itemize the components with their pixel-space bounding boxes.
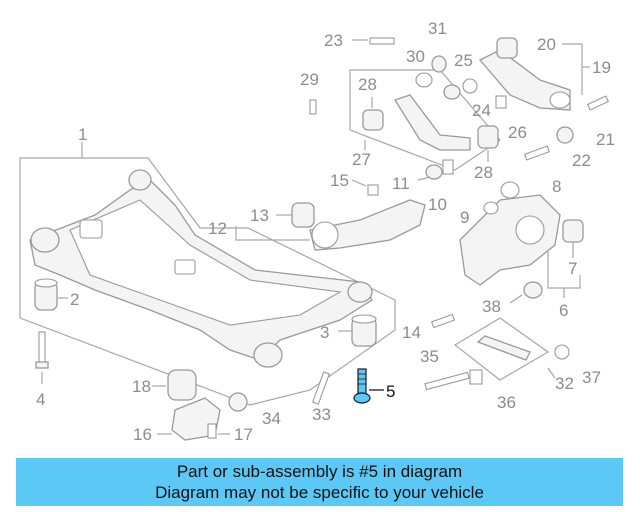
callout-7: 7	[568, 259, 577, 278]
callout-11: 11	[392, 174, 410, 193]
callout-3: 3	[320, 323, 329, 342]
callout-4: 4	[36, 390, 45, 409]
nut-25	[443, 84, 461, 100]
bolt-4	[35, 331, 49, 369]
callout-2: 2	[70, 290, 79, 309]
bushing-3	[351, 314, 377, 347]
callout-17: 17	[234, 425, 253, 444]
callout-25: 25	[454, 51, 473, 70]
callout-34: 34	[262, 409, 281, 428]
callout-15: 15	[330, 171, 349, 190]
callout-38: 38	[482, 297, 501, 316]
callout-14: 14	[402, 323, 421, 342]
subframe-group-outline	[19, 157, 396, 406]
bushing-13	[291, 202, 315, 228]
bolt-33	[312, 371, 330, 405]
callout-28a: 28	[358, 75, 377, 94]
callout-32: 32	[555, 374, 574, 393]
rear-knuckle	[459, 181, 561, 286]
washer-9	[483, 201, 499, 215]
upper-arm	[362, 94, 499, 151]
callout-23: 23	[324, 31, 343, 50]
lateral-link	[476, 335, 531, 361]
bolt-29	[309, 99, 317, 115]
callout-33: 33	[312, 405, 331, 424]
callout-9: 9	[460, 208, 469, 227]
callout-13: 13	[250, 206, 269, 225]
washer-37	[554, 344, 570, 360]
callout-26: 26	[508, 123, 527, 142]
bushing-7	[562, 219, 584, 243]
callout-37: 37	[582, 368, 601, 387]
bolt-14	[430, 313, 456, 329]
callout-22: 22	[572, 151, 591, 170]
callout-12: 12	[208, 219, 227, 238]
rear-subframe	[29, 169, 373, 368]
callout-16: 16	[133, 425, 152, 444]
nut-38	[523, 281, 543, 299]
washer-30	[415, 72, 433, 88]
bolt-23	[369, 37, 395, 45]
callout-18: 18	[132, 377, 151, 396]
callout-31: 31	[428, 19, 447, 38]
nut-22	[556, 126, 574, 144]
banner-line-1: Part or sub-assembly is #5 in diagram	[176, 462, 463, 481]
bracket-36	[469, 369, 483, 385]
bushing-2	[34, 278, 58, 311]
nut-11	[425, 164, 443, 180]
callout-29: 29	[300, 70, 319, 89]
callout-6: 6	[559, 301, 568, 320]
washer-24	[462, 78, 478, 94]
callout-1: 1	[78, 125, 87, 144]
callout-28b: 28	[474, 163, 493, 182]
bolt-17	[207, 423, 217, 439]
bolt-15	[367, 184, 379, 196]
callout-24: 24	[472, 101, 491, 120]
nut-31	[431, 55, 447, 73]
callout-36: 36	[497, 393, 516, 412]
parts-diagram: 1 2 3 4 5 6 7 8 9 10 11 12 13 14 15 16 1…	[19, 19, 615, 444]
callout-35: 35	[420, 347, 439, 366]
clip-26	[495, 95, 507, 109]
bracket-10	[442, 159, 454, 175]
banner-line-2: Diagram may not be specific to your vehi…	[155, 483, 484, 502]
mount-18	[167, 369, 197, 401]
callout-30: 30	[406, 47, 425, 66]
info-banner: Part or sub-assembly is #5 in diagram Di…	[16, 458, 623, 506]
bolt-21	[586, 95, 610, 111]
lower-control-arm	[478, 37, 571, 111]
bolt-5-highlighted[interactable]	[353, 368, 371, 404]
bolt-35	[424, 371, 470, 391]
callout-10: 10	[428, 195, 447, 214]
bolt-8	[523, 145, 551, 161]
callout-5: 5	[386, 382, 395, 401]
callout-8: 8	[552, 177, 561, 196]
callout-19: 19	[592, 58, 611, 77]
callout-21: 21	[596, 130, 615, 149]
bushing-34	[228, 392, 248, 412]
trailing-arm	[309, 199, 426, 251]
callout-20: 20	[537, 35, 556, 54]
callout-27: 27	[352, 150, 371, 169]
